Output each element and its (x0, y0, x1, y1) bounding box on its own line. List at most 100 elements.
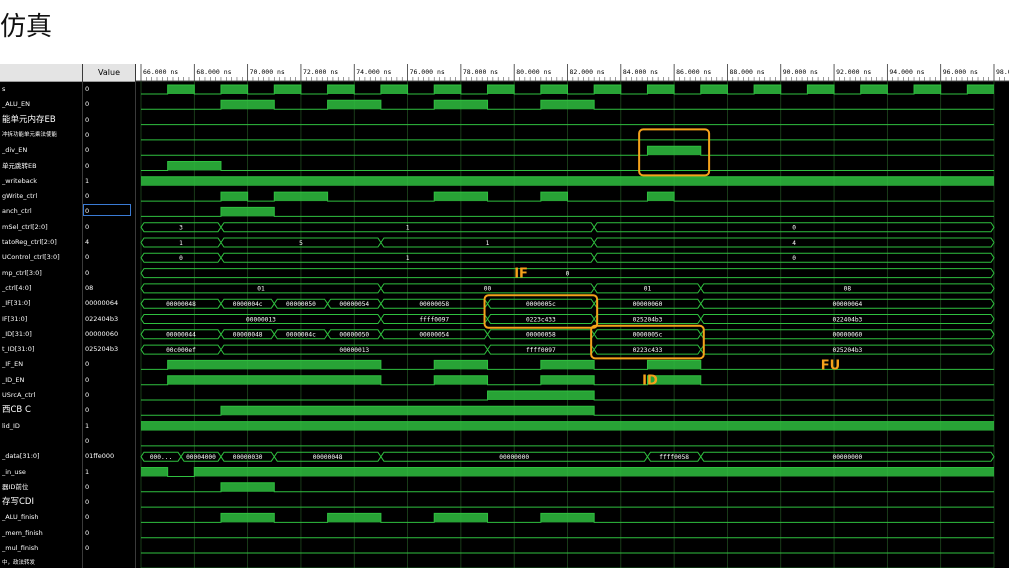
bus-value-label: 0223c433 (633, 347, 663, 354)
signal-value: 0 (85, 375, 90, 384)
bus-value-label: 00000064 (832, 301, 862, 308)
signal-high-pulse (167, 161, 221, 171)
signal-name-column: s _ALU_EN 能单元内存EB 冲拆功能单元乘法使能 _div_EN 单元跳转EB _w… (0, 64, 82, 568)
signal-high-pulse (434, 360, 488, 370)
bus-value-label: 3 (179, 225, 183, 232)
signal-name[interactable]: tatoReg_ctrl[2:0] (2, 238, 57, 246)
bus-value-label: 0 (566, 270, 570, 277)
signal-high-pulse (540, 375, 595, 385)
bus-segment (593, 252, 995, 263)
signal-value: 1 (85, 467, 90, 476)
bus-value-label: 00000054 (419, 332, 449, 339)
signal-name[interactable]: 存写CDI (2, 497, 34, 508)
value-column-header[interactable]: Value (83, 64, 135, 82)
signal-high-pulse (141, 467, 168, 477)
signal-high-pulse (220, 207, 275, 217)
signal-name[interactable]: _IF[31:0] (2, 299, 31, 308)
bus-value-label: 00000000 (832, 454, 862, 461)
signal-name[interactable]: _ALU_EN (2, 100, 30, 109)
bus-value-label: 025204b3 (633, 316, 663, 323)
signal-value: 4 (85, 238, 90, 246)
signal-name[interactable]: anch_ctrl (2, 207, 32, 216)
signal-name[interactable]: gWrite_ctrl (2, 192, 38, 201)
signal-name[interactable]: 中，政法转发 (2, 560, 36, 567)
signal-name[interactable]: IF[31:0] (2, 314, 28, 323)
bus-value-label: 0223c433 (526, 316, 556, 323)
signal-high-pulse (540, 192, 568, 202)
signal-high-pulse (647, 85, 675, 94)
time-ruler-label: 86.000 ns (676, 68, 711, 76)
signal-value: 0 (85, 207, 90, 216)
signal-name[interactable]: USrcA_ctrl (2, 391, 36, 399)
signal-high-pulse (220, 406, 595, 416)
signal-high-pulse (700, 85, 728, 94)
page-title: 仿真 (0, 12, 53, 42)
signal-name[interactable]: _ID_EN (2, 375, 25, 384)
signal-high-pulse (220, 192, 248, 202)
bus-value-label: 000... (150, 454, 172, 461)
bus-value-label: 00000030 (233, 454, 263, 461)
signal-value: 1 (85, 176, 90, 185)
bus-value-label: 00c000ef (166, 347, 196, 354)
signal-high-pulse (434, 85, 461, 94)
signal-name[interactable]: _writeback (2, 176, 38, 185)
bus-value-label: 00000048 (313, 454, 343, 461)
signal-high-pulse (220, 513, 275, 523)
time-ruler-label: 84.000 ns (623, 68, 658, 76)
signal-high-pulse (220, 482, 275, 492)
signal-name[interactable]: t_ID[31:0] (2, 345, 35, 354)
signal-name[interactable]: 器ID前位 (2, 482, 29, 491)
time-ruler-label: 94.000 ns (889, 68, 924, 76)
time-ruler-label: 76.000 ns (410, 68, 445, 76)
signal-value: 022404b3 (85, 314, 119, 323)
signal-name[interactable]: _ALU_finish (2, 513, 39, 522)
signal-high-pulse (141, 176, 994, 186)
signal-name[interactable]: mSel_ctrl[2:0] (2, 222, 48, 231)
signal-value: 0 (85, 360, 90, 369)
signal-high-pulse (327, 85, 355, 94)
signal-name[interactable]: 冲拆功能单元乘法使能 (2, 131, 58, 138)
signal-high-pulse (274, 85, 301, 94)
bus-segment (700, 298, 995, 309)
signal-high-pulse (860, 85, 888, 94)
signal-high-pulse (194, 467, 994, 477)
signal-name[interactable]: _mem_finish (2, 528, 43, 537)
bus-value-label: ffff0097 (526, 347, 556, 354)
signal-name[interactable]: _IF_EN (2, 360, 24, 369)
bus-value-label: 5 (299, 240, 303, 247)
signal-value: 0 (85, 253, 90, 262)
bus-value-label: 00000060 (633, 301, 663, 308)
signal-value (85, 557, 133, 569)
signal-high-pulse (540, 360, 595, 370)
signal-value: 025204b3 (85, 345, 119, 354)
signal-value: 01ffe000 (85, 452, 115, 461)
signal-name[interactable]: _data[31:0] (2, 452, 40, 461)
signal-name[interactable]: 能单元内存EB (2, 114, 56, 125)
bus-value-label: 025204b3 (832, 347, 862, 354)
bus-value-label: ffff0097 (419, 316, 449, 323)
signal-high-pulse (220, 85, 248, 94)
signal-high-pulse (967, 85, 994, 94)
signal-value: 00000064 (85, 299, 119, 308)
bus-value-label: 1 (406, 225, 410, 232)
bus-value-label: 00000050 (339, 332, 369, 339)
signal-name[interactable]: UControl_ctrl[3:0] (2, 253, 60, 262)
signal-name[interactable]: 单元跳转EB (2, 161, 37, 170)
signal-high-pulse (540, 100, 595, 110)
signal-name[interactable]: lid_ID (2, 421, 20, 430)
signal-name[interactable]: _ctrl[4:0] (2, 283, 32, 292)
signal-name[interactable]: _div_EN (2, 146, 28, 155)
signal-name[interactable]: _mul_finish (2, 544, 39, 552)
signal-name[interactable]: _in_use (2, 467, 26, 476)
signal-value: 1 (85, 421, 90, 430)
signal-name[interactable]: _ID[31:0] (2, 329, 32, 338)
signal-name[interactable] (2, 435, 80, 447)
signal-value: 0 (85, 161, 90, 170)
signal-name[interactable]: mp_ctrl[3:0] (2, 268, 42, 277)
signal-name[interactable]: 西CB C (2, 405, 31, 416)
callout-label: ID (642, 374, 658, 389)
signal-name[interactable]: s (2, 85, 6, 93)
time-ruler-label: 74.000 ns (356, 68, 391, 76)
